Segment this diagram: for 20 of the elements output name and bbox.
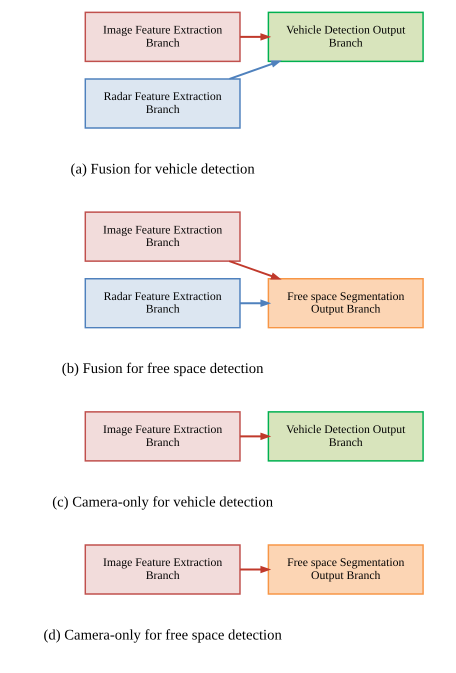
label: (d) Camera-only for free space detection <box>43 628 282 644</box>
node-box: Radar Feature Extraction Branch <box>84 78 241 129</box>
label: (b) Fusion for free space detection <box>62 361 264 378</box>
label: (c) Camera-only for vehicle detection <box>52 494 274 510</box>
arrow <box>240 566 272 574</box>
node-box: Image Feature Extraction Branch <box>84 544 241 595</box>
node-box: Free space Segmentation Output Branch <box>268 278 424 328</box>
node-box: Vehicle Detection Output Branch <box>268 12 424 62</box>
node-box: Image Feature Extraction Branch <box>84 411 241 462</box>
label: (a) Fusion for vehicle detection <box>70 161 255 178</box>
node-box: Vehicle Detection Output Branch <box>268 411 424 462</box>
node-box: Radar Feature Extraction Branch <box>84 278 241 328</box>
node-box: Free space Segmentation Output Branch <box>268 544 424 595</box>
arrow <box>228 260 282 280</box>
arrow <box>240 299 272 307</box>
arrow <box>240 33 272 41</box>
node-box: Image Feature Extraction Branch <box>84 211 241 262</box>
arrow <box>229 60 282 80</box>
arrow <box>240 432 272 440</box>
node-box: Image Feature Extraction Branch <box>84 12 241 62</box>
